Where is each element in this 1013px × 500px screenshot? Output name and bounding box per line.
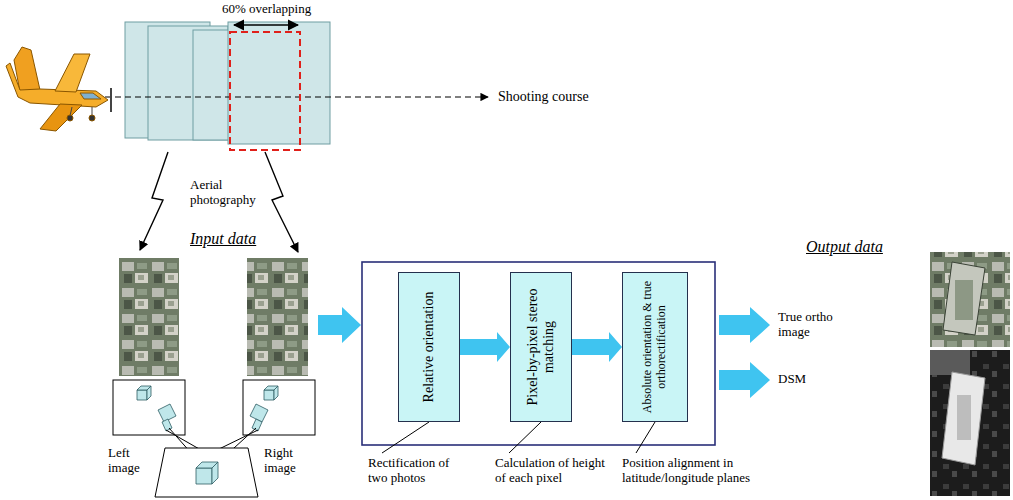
leader-line [636,422,655,453]
process-label: Absolute orientation & true orthorectifi… [641,279,669,415]
annotation-label: Rectification of two photos [368,456,450,486]
airplane-part [6,63,108,107]
airplane-part [110,88,112,112]
flow-arrow [572,332,622,362]
stereo-sketch-part-part [137,390,147,400]
stereo-sketch-part-part [250,404,268,422]
airplane-part [89,115,95,121]
true-ortho-thumbnail-part [943,262,985,335]
process-box: Pixel-by-pixel stereo matching [510,272,572,422]
annotation-label: Calculation of height of each pixel [495,456,617,486]
airplane-part [55,54,90,92]
process-label: Pixel-by-pixel stereo matching [525,283,557,411]
dsm-thumbnail-part [930,350,970,375]
stereo-sketch-part-part [264,390,274,400]
overlap-frame [230,32,300,150]
lightning-arrow [140,152,168,250]
true-ortho-thumbnail-part [930,252,1010,347]
photo-sheets-part [228,22,330,144]
stereo-sketch-part [155,448,258,497]
left-photo [119,258,179,376]
process-label: Relative orientation [421,283,437,411]
stereo-sketch-part [137,386,278,431]
leader-line [509,422,541,453]
airplane-part [40,104,82,131]
airplane [6,47,111,131]
section-heading: Input data [190,230,256,248]
stereo-sketch-part [196,462,218,484]
processing-frame [362,262,715,445]
dsm-thumbnail-part [930,350,1010,496]
lightning-arrow [265,152,298,252]
right-photo [247,258,308,376]
flow-arrow [460,332,510,362]
airplane-part [67,115,73,121]
annotation-label: Shooting course [498,89,589,105]
stereo-sketch [113,380,315,497]
annotation-label: Aerial photography [190,178,264,208]
true-ortho-thumbnail-part [955,280,973,320]
annotation-label: Left image [108,446,150,476]
stereo-sketch-part-part [274,386,278,400]
rotated-text-group: Pixel-by-pixel stereo matching [525,283,557,411]
dsm-thumbnail [930,350,1010,496]
rotated-text-group: Relative orientation [421,283,437,411]
annotation-label: 60% overlapping [222,2,311,17]
section-heading: Output data [806,238,883,256]
stereo-sketch-part-part [147,386,151,400]
stereo-sketch-part-part [212,462,218,484]
airplane-part [80,93,101,99]
dsm-thumbnail-part [957,395,971,440]
rotated-text-group: Absolute orientation & true orthorectifi… [641,279,669,415]
annotation-label: Right image [264,446,308,476]
stereo-sketch-part-part [252,419,262,431]
stereo-sketch-part-part [196,468,212,484]
true-ortho-thumbnail [930,252,1010,347]
dsm-thumbnail-part [942,372,985,465]
stereo-sketch-part [113,380,185,435]
annotation-label: Position alignment in latitude/longitude… [622,456,792,486]
annotation-label: DSM [778,372,806,387]
overlap-arrow [234,24,298,26]
process-box: Absolute orientation & true orthorectifi… [622,272,688,422]
shooting-course-line [105,96,488,97]
annotation-label: True ortho image [778,310,840,340]
stereo-sketch-part [243,380,315,435]
leader-line [382,422,429,453]
flow-arrow-part [719,362,770,398]
process-box: Relative orientation [398,272,460,422]
flow-arrow-part [318,307,361,343]
flow-arrow-part [719,307,770,343]
